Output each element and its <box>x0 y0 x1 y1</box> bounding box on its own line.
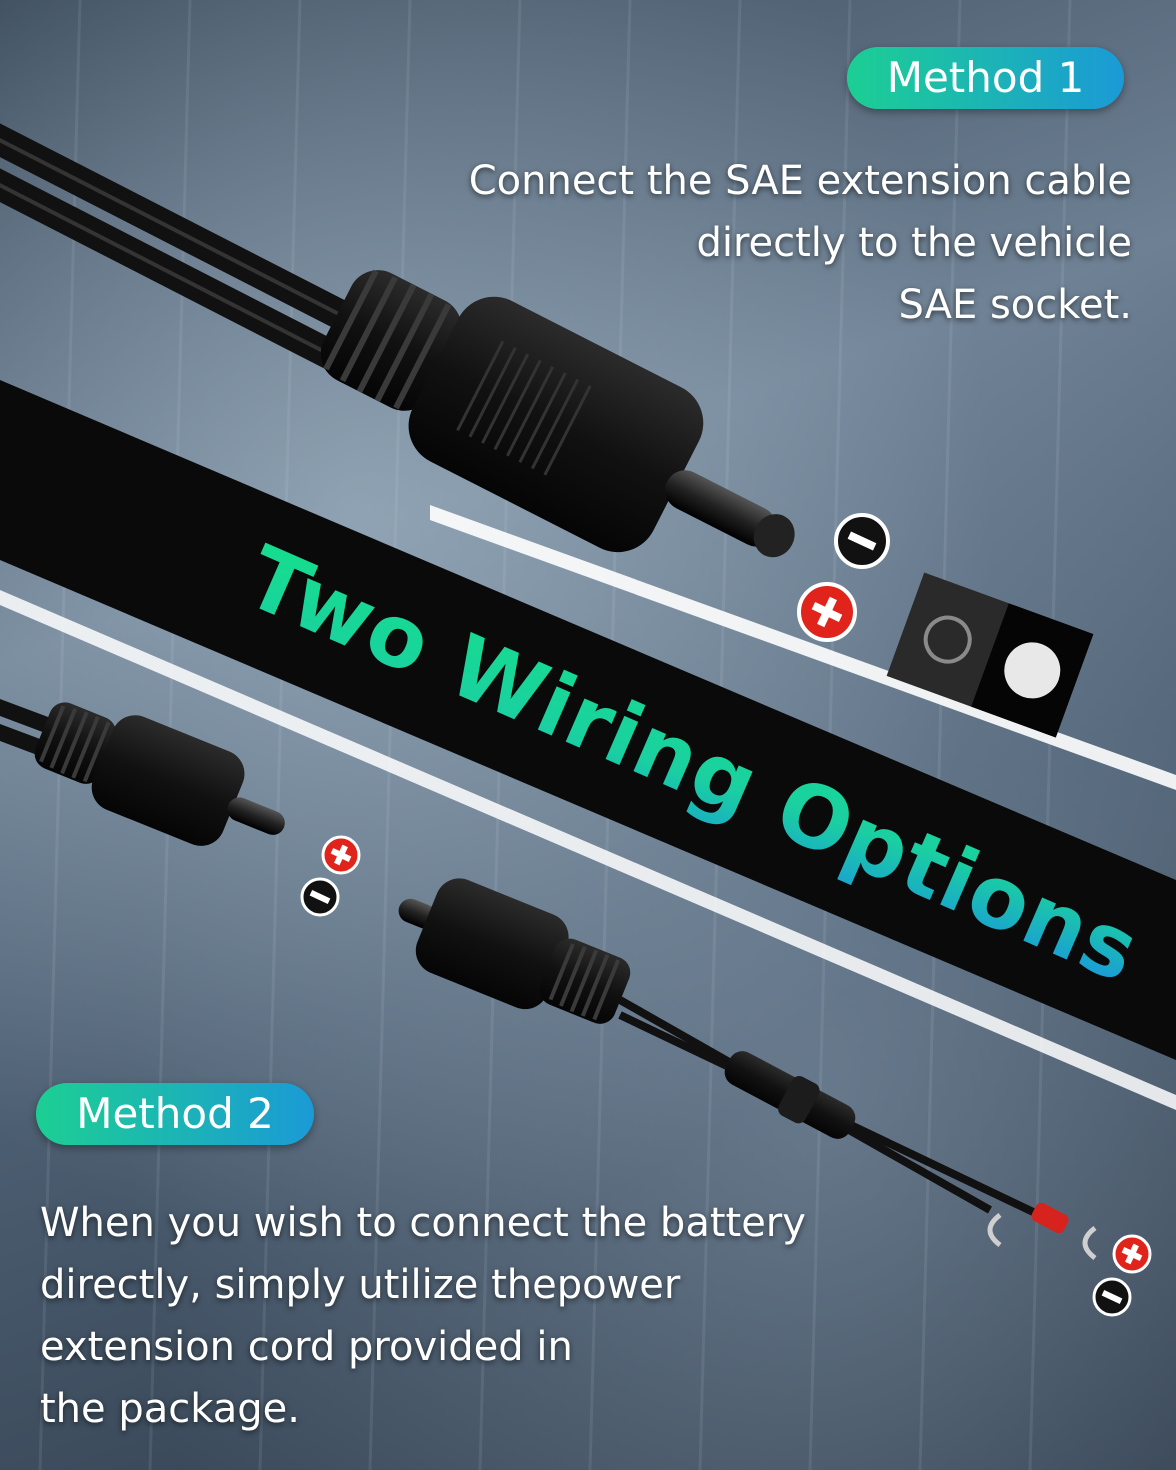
plus-circle-icon <box>797 582 857 642</box>
method-2-description: When you wish to connect the battery dir… <box>40 1192 870 1440</box>
method-1-line: SAE socket. <box>898 282 1132 328</box>
minus-circle-icon <box>834 513 890 569</box>
method-2-line: directly, simply utilize thepower <box>40 1262 681 1308</box>
method-1-line: Connect the SAE extension cable <box>468 158 1132 204</box>
sae-socket <box>886 572 1094 738</box>
minus-circle-icon <box>300 877 340 917</box>
method-1-badge: Method 1 <box>847 47 1124 109</box>
method-2-line: the package. <box>40 1386 300 1432</box>
banner-title: Two Wiring Options <box>232 528 1154 1003</box>
banner-band <box>0 380 1176 1060</box>
method-2-line: extension cord provided in <box>40 1324 573 1370</box>
minus-circle-icon <box>1092 1277 1132 1317</box>
method-2-line: When you wish to connect the battery <box>40 1200 806 1246</box>
method-1-line: directly to the vehicle <box>696 220 1132 266</box>
plus-circle-icon <box>1112 1234 1152 1274</box>
method-2-badge: Method 2 <box>36 1083 314 1145</box>
plus-circle-icon <box>321 835 361 875</box>
method-1-description: Connect the SAE extension cable directly… <box>420 150 1132 336</box>
top-cable <box>0 123 795 558</box>
bottom-cable <box>398 878 1097 1260</box>
left-cable <box>0 698 285 846</box>
